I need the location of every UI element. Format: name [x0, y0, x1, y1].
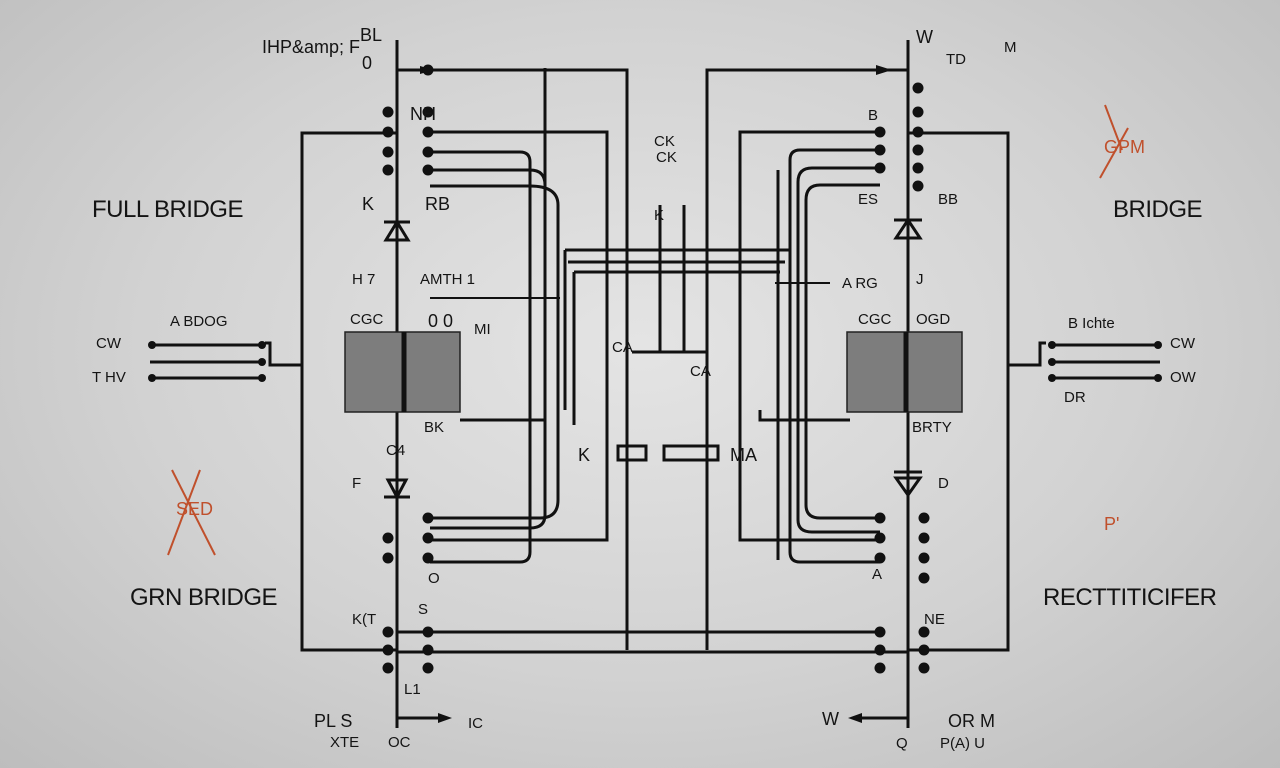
center-left-down: [460, 384, 547, 422]
left-terminals: [382, 64, 434, 674]
center-component-right: [662, 444, 720, 462]
label-a-rg: A RG: [842, 275, 878, 292]
red-label-sed: SED: [176, 499, 214, 519]
label-ck2: CK: [656, 149, 677, 166]
label-rb: RB: [425, 194, 451, 214]
label-dr: DR: [1064, 389, 1086, 406]
title-rectifier: RECTTITICIFER: [1043, 584, 1217, 611]
label-a-right: A: [872, 566, 883, 583]
center-component-left: [616, 444, 648, 462]
label-ogd: OGD: [916, 311, 951, 328]
top-feed-left: [397, 68, 629, 650]
label-kt: K(T: [352, 611, 377, 628]
label-xte: XTE: [330, 734, 360, 751]
label-cw-right: CW: [1170, 335, 1195, 352]
title-full-bridge: FULL BRIDGE: [92, 196, 243, 223]
label-m-top: M: [1004, 39, 1017, 56]
label-h7: H 7: [352, 271, 376, 288]
red-cross-right: [1099, 104, 1129, 179]
label-bk: BK: [424, 419, 445, 436]
left-top-diode: [383, 219, 411, 242]
label-pau: P(A) U: [940, 735, 985, 752]
label-f-left: F: [352, 475, 362, 492]
left-io-bracket: [265, 341, 302, 367]
feed-left-2: [430, 130, 609, 542]
feed-right-2: [738, 130, 880, 542]
top-right-arrow: [876, 65, 892, 75]
label-brty: BRTY: [912, 419, 952, 436]
label-mi: MI: [474, 321, 491, 338]
label-o-left: O: [428, 570, 440, 587]
label-oc: OC: [388, 734, 411, 751]
label-q: Q: [896, 735, 908, 752]
label-ma: MA: [730, 445, 757, 465]
label-ca2: CA: [690, 363, 711, 380]
label-amth: AMTH 1: [420, 271, 476, 288]
label-bb: BB: [938, 191, 959, 208]
label-oo: 0 0: [428, 311, 454, 331]
label-k-left: K: [362, 194, 375, 214]
label-es: ES: [858, 191, 879, 208]
label-w-top: W: [916, 27, 933, 47]
left-lead-3: [430, 184, 560, 520]
label-ow: OW: [1170, 369, 1196, 386]
label-cw-left: CW: [96, 335, 121, 352]
left-bottom-diode: [384, 478, 410, 501]
label-cgc-right: CGC: [858, 311, 892, 328]
label-abdoc: A BDOG: [170, 313, 228, 330]
label-td: TD: [946, 51, 966, 68]
label-tl-c: 0: [362, 53, 373, 73]
label-ic: IC: [468, 715, 483, 732]
bottom-right-arrow-icon: [848, 713, 908, 723]
right-lead-2: [796, 166, 880, 534]
right-lead-3: [804, 183, 880, 520]
title-bridge: BRIDGE: [1113, 196, 1203, 223]
label-b-ichte: B Ichte: [1068, 315, 1115, 332]
io-terminals: [148, 341, 1162, 382]
center-right-down: [758, 410, 850, 422]
red-label-gpm: GPM: [1104, 137, 1146, 157]
right-io-bracket: [1008, 341, 1046, 367]
bottom-left-arrow-icon: [397, 713, 452, 723]
right-bottom-diode: [893, 470, 923, 498]
label-d-right: D: [938, 475, 949, 492]
red-cross-left: [167, 469, 216, 556]
label-nh: NH: [410, 104, 436, 124]
label-k-center: K: [654, 207, 665, 224]
label-l1: L1: [404, 681, 421, 698]
right-outer-loop: [908, 131, 1010, 652]
left-outer-loop: [300, 131, 397, 652]
label-ck: CK: [654, 133, 675, 150]
right-terminals: [874, 82, 930, 674]
label-tl-b: BL: [360, 25, 383, 45]
label-j-right: J: [916, 271, 924, 288]
red-label-p: P': [1104, 514, 1120, 534]
label-thv: T HV: [92, 369, 126, 386]
label-pl-s: PL S: [314, 711, 353, 731]
label-b-right: B: [868, 107, 879, 124]
label-s-left: S: [418, 601, 429, 618]
label-or-m: OR M: [948, 711, 995, 731]
right-top-diode: [893, 217, 923, 240]
left-lead-1: [430, 150, 532, 564]
label-tl-a: IHP&amp; F: [262, 37, 361, 57]
right-lead-1: [788, 148, 880, 564]
label-cgc-left: CGC: [350, 311, 384, 328]
label-w-bottom: W: [822, 709, 839, 729]
top-feed-right: [705, 68, 908, 650]
label-ca: CA: [612, 339, 633, 356]
label-k-small: K: [578, 445, 591, 465]
label-c4: C4: [386, 442, 406, 459]
title-grn-bridge: GRN BRIDGE: [130, 584, 278, 611]
label-ne: NE: [924, 611, 945, 628]
